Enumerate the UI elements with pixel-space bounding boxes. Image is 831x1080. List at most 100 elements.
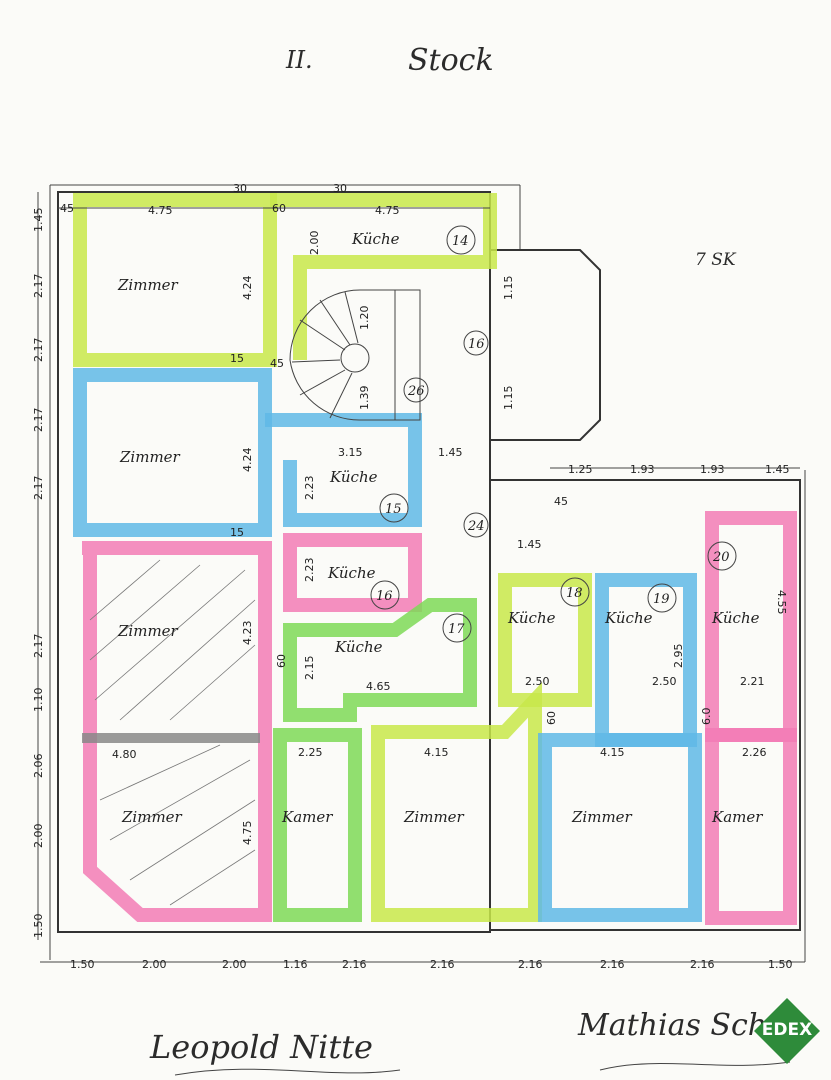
room-11-outline [371,682,542,922]
dim-left-2: 2.17 [32,338,45,363]
room-8-label: Küche [334,638,383,656]
dim-inner-23: 1.45 [517,538,542,551]
dim-bottom-5: 2.16 [430,958,455,971]
dim-left-4: 2.17 [32,476,45,501]
dim-left-5: 2.17 [32,634,45,659]
dim-inner-29: 15 [230,352,244,365]
dim-inner-14: 2.50 [652,675,677,688]
unit-number-15: 15 [385,502,402,517]
dim-inner-20: 2.23 [303,558,316,583]
room-7-label: Zimmer [121,808,183,826]
dim-bottom-4: 2.16 [342,958,367,971]
room-9-label: Kamer [281,808,333,826]
dim-inner-1: 4.24 [241,448,254,473]
logo-diamond [754,998,820,1064]
hall-number: 24 [467,519,485,534]
room-labels: Zimmer Küche Zimmer Küche Zimmer Küche Z… [117,230,763,826]
dim-bottom-1: 2.00 [142,958,167,971]
room-5-outline [82,541,272,922]
dim-bottom-7: 2.16 [600,958,625,971]
dim-right-3: 1.45 [765,463,790,476]
room-13-outline [538,733,702,922]
floor-numeral: II. [285,46,313,74]
dim-bottom-3: 1.16 [283,958,308,971]
room-1-outline [73,193,277,367]
signature-underline-right [599,1061,791,1071]
room-14-label: Küche [711,609,760,627]
room-4-label: Küche [329,468,378,486]
room-3-label: Zimmer [119,448,181,466]
room-1-label: Zimmer [117,276,179,294]
dim-left-0: 1.45 [32,208,45,233]
dim-inner-8: 4.80 [112,748,137,761]
hatching [89,559,256,906]
dim-left-6: 1.10 [32,688,45,713]
unit-numbers: 14 15 16 17 18 19 20 26 24 16 [370,225,737,643]
room-12-label: Küche [604,609,653,627]
dim-inner-7: 4.65 [366,680,391,693]
dims-bottom: 1.50 2.00 2.00 1.16 2.16 2.16 2.16 2.16 … [70,958,793,971]
dims-inner: 4.24 4.24 4.23 4.75 2.00 3.15 1.45 4.65 … [60,202,788,845]
dims-right-top: 1.25 1.93 1.93 1.45 [550,463,800,476]
room-9-outline [273,728,362,922]
dim-right-1: 1.93 [630,463,655,476]
dim-inner-2: 4.23 [241,621,254,646]
dim-inner-33: 6.0 [700,708,713,726]
dim-bottom-6: 2.16 [518,958,543,971]
dim-inner-9: 2.25 [298,746,323,759]
dim-inner-25: 1.15 [502,386,515,411]
room-5-label: Zimmer [117,622,179,640]
signature-right: Mathias Sch [577,1008,767,1043]
dim-top-2: 4.75 [375,204,400,217]
room-11-label: Zimmer [403,808,465,826]
dim-right-0: 1.25 [568,463,593,476]
dim-bottom-8: 2.16 [690,958,715,971]
dim-left-1: 2.17 [32,274,45,299]
floor-word: Stock [408,43,494,78]
dim-inner-32: 60 [545,711,558,725]
dim-bottom-9: 1.50 [768,958,793,971]
room-6-outline [283,533,422,612]
room-2-label: Küche [351,230,400,248]
dim-left-9: 1.50 [32,914,45,939]
dim-inner-26: 45 [60,202,74,215]
dim-inner-27: 45 [270,357,284,370]
room-2-outline [270,193,497,360]
dim-bottom-2: 2.00 [222,958,247,971]
dim-top-3: 30 [233,182,247,195]
dims-left: 1.45 2.17 2.17 2.17 2.17 2.17 1.10 2.06 … [32,192,45,940]
room-15-outline [705,728,797,925]
signature-underline-left [174,1068,401,1076]
room-10-outline [498,573,592,707]
dim-inner-31: 60 [275,654,288,668]
dim-bottom-0: 1.50 [70,958,95,971]
dim-inner-11: 4.15 [600,746,625,759]
dim-inner-17: 2.95 [672,644,685,669]
room-outlines [73,193,797,925]
unit-number-18: 18 [566,586,583,601]
dims-top: 4.75 60 4.75 30 30 [58,182,490,217]
dim-inner-10: 4.15 [424,746,449,759]
dim-inner-24: 1.15 [502,276,515,301]
dim-left-3: 2.17 [32,408,45,433]
dim-inner-28: 45 [554,495,568,508]
dim-inner-6: 1.45 [438,446,463,459]
unit-number-16: 16 [376,589,393,604]
dim-top-4: 30 [333,182,347,195]
dim-inner-21: 1.20 [358,306,371,331]
unit-number-17: 17 [448,622,465,637]
margin-note: 7 SK [695,250,737,270]
dim-inner-18: 2.15 [303,656,316,681]
unit-number-20: 20 [712,550,730,565]
dim-inner-19: 2.23 [303,476,316,501]
dim-top-0: 4.75 [148,204,173,217]
dim-inner-3: 4.75 [241,821,254,846]
unit-number-14: 14 [452,234,469,249]
dim-inner-15: 2.21 [740,675,765,688]
room-3-outline [73,368,272,537]
unit-number-19: 19 [653,592,670,607]
wc-number: 16 [468,337,485,352]
staircase [289,289,421,421]
edex-logo [754,998,820,1064]
